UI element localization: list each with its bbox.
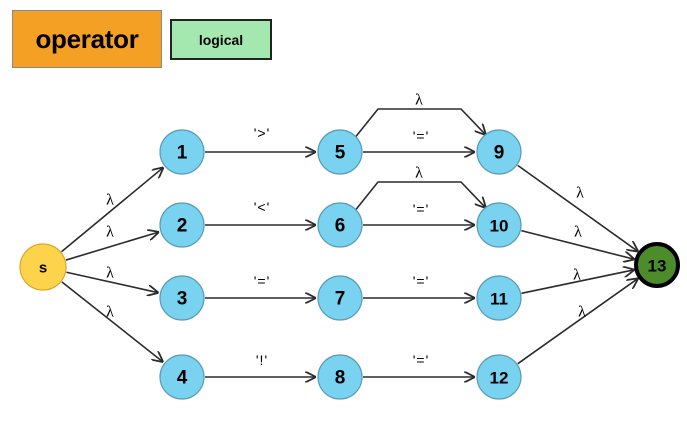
node-label-13: 13 [648,257,667,276]
node-8[interactable]: 8 [317,354,363,400]
node-10[interactable]: 10 [476,202,522,248]
node-label-11: 11 [490,290,508,309]
edge-label-8-12: '=' [413,352,430,368]
node-circle-13 [634,242,680,288]
edge-label-6-10: '=' [413,201,430,217]
node-6[interactable]: 6 [317,202,363,248]
edge-s-to-4 [61,281,163,362]
edge-label-5-9: '=' [413,128,430,144]
edge-s-to-3 [66,271,157,292]
edge-11-to-13 [521,270,634,295]
edge-9-to-13 [517,164,638,251]
node-circle-12 [476,354,522,400]
node-label-2: 2 [177,216,188,237]
node-13[interactable]: 13 [634,242,680,288]
edge-10-to-13 [521,229,633,259]
node-circle-10 [476,202,522,248]
node-1[interactable]: 1 [159,129,205,175]
node-label-8: 8 [335,368,346,389]
node-label-3: 3 [177,289,188,310]
node-label-1: 1 [177,143,188,164]
edge-label-s-4: λ [106,304,114,321]
edges-layer [60,108,638,377]
edge-label-4-8: '!' [256,352,268,368]
edge-label-6-10-arc: λ [415,165,423,182]
node-12[interactable]: 12 [476,354,522,400]
legend-label-operator: operator [35,23,139,54]
node-label-12: 12 [490,369,509,388]
node-s[interactable]: s [19,243,67,291]
node-circle-11 [476,275,522,321]
legend-item-operator: operator [12,10,162,68]
edge-label-3-7: '=' [254,273,271,289]
node-4[interactable]: 4 [159,354,205,400]
node-3[interactable]: 3 [159,275,205,321]
node-label-10: 10 [490,217,509,236]
node-label-s: s [39,260,47,277]
node-circle-5 [317,129,363,175]
edge-label-5-9-arc: λ [415,92,423,109]
node-circle-2 [159,202,205,248]
node-circle-7 [317,275,363,321]
node-label-7: 7 [335,289,346,310]
edge-label-12-13: λ [578,304,586,321]
node-circle-1 [159,129,205,175]
edge-label-1-5: '>' [254,125,271,141]
node-circle-9 [476,129,522,175]
node-circle-6 [317,202,363,248]
node-label-6: 6 [335,216,346,237]
edge-label-9-13: λ [576,185,584,202]
edge-label-11-13: λ [573,267,581,284]
edge-label-s-2: λ [106,224,114,241]
node-9[interactable]: 9 [476,129,522,175]
edge-label-s-1: λ [106,192,114,209]
node-7[interactable]: 7 [317,275,363,321]
node-5[interactable]: 5 [317,129,363,175]
edge-5-to-9-arc [355,108,486,138]
edge-label-10-13: λ [574,224,582,241]
edge-s-to-1 [60,168,162,253]
node-label-9: 9 [494,143,505,164]
node-label-4: 4 [177,368,188,389]
edge-label-s-3: λ [106,265,114,282]
node-label-5: 5 [335,143,346,164]
edge-label-2-6: '<' [254,199,271,215]
legend-label-logical: logical [198,31,244,48]
edge-label-7-11: '=' [413,273,430,289]
node-circle-s [19,243,67,291]
node-2[interactable]: 2 [159,202,205,248]
node-11[interactable]: 11 [476,275,522,321]
edge-s-to-2 [65,232,158,261]
node-circle-3 [159,275,205,321]
node-circle-4 [159,354,205,400]
legend-item-logical: logical [170,19,272,60]
edge-6-to-10-arc [355,181,486,211]
edge-12-to-13 [517,279,638,365]
node-circle-8 [317,354,363,400]
